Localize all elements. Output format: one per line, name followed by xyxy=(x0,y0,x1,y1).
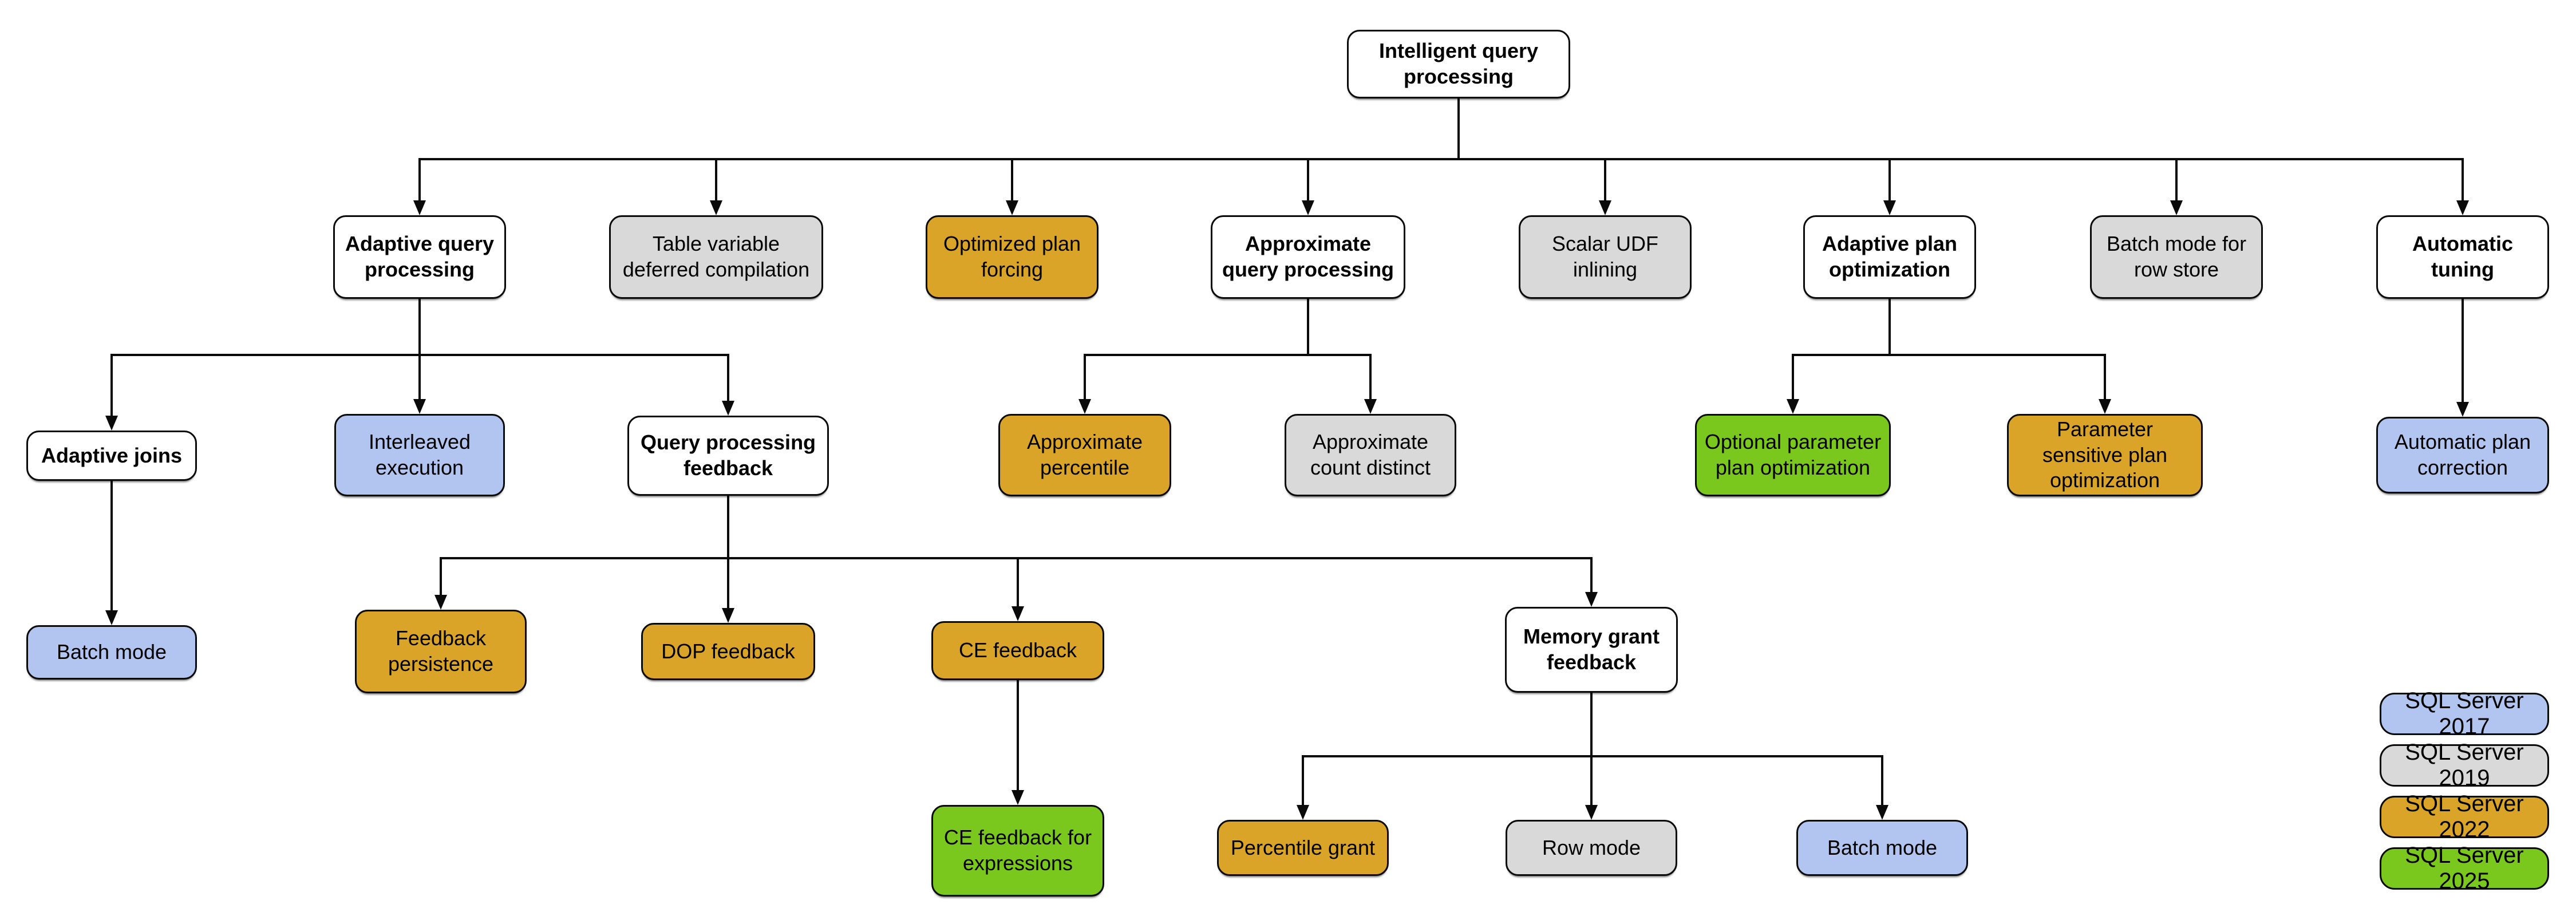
node-scalar-udf-inlining: Scalar UDF inlining xyxy=(1519,215,1692,299)
legend-item-sql-server-2019: SQL Server 2019 xyxy=(2380,740,2549,791)
node-optimized-plan-forcing: Optimized plan forcing xyxy=(926,215,1099,299)
arrowhead-icon xyxy=(2456,402,2469,417)
node-memory-grant-feedback: Memory grant feedback xyxy=(1505,607,1678,693)
connector-line xyxy=(418,299,421,355)
arrowhead-icon xyxy=(105,416,118,431)
arrowhead-icon xyxy=(1585,592,1598,607)
arrowhead-icon xyxy=(1876,805,1888,820)
connector-line xyxy=(727,355,729,403)
connector-line xyxy=(1881,756,1883,807)
node-approximate-percentile: Approximate percentile xyxy=(998,414,1171,496)
connector-line xyxy=(1017,558,1019,609)
arrowhead-icon xyxy=(1012,606,1024,621)
node-automatic-tuning: Automatic tuning xyxy=(2376,215,2549,299)
arrowhead-icon xyxy=(413,200,426,215)
arrowhead-icon xyxy=(1006,200,1018,215)
node-ce-feedback: CE feedback xyxy=(931,621,1104,680)
connector-line xyxy=(1084,354,1372,356)
arrowhead-icon xyxy=(1585,805,1598,820)
connector-line xyxy=(1084,355,1086,401)
connector-line xyxy=(1590,756,1593,807)
connector-line xyxy=(2462,299,2464,404)
connector-line xyxy=(418,158,2464,160)
arrowhead-icon xyxy=(1078,399,1091,414)
arrowhead-icon xyxy=(1297,805,1309,820)
node-ce-feedback-for-expressions: CE feedback for expressions xyxy=(931,805,1104,897)
arrowhead-icon xyxy=(413,399,426,414)
node-adaptive-plan-optimization: Adaptive plan optimization xyxy=(1803,215,1976,299)
node-parameter-sensitive-plan-optimization: Parameter sensitive plan optimization xyxy=(2007,414,2203,496)
connector-line xyxy=(1307,299,1309,355)
arrowhead-icon xyxy=(2099,399,2111,414)
connector-line xyxy=(1590,693,1593,756)
connector-line xyxy=(418,355,421,401)
arrowhead-icon xyxy=(722,608,734,623)
node-optional-parameter-plan-optimization: Optional parameter plan optimization xyxy=(1695,414,1891,496)
connector-line xyxy=(2175,159,2178,203)
node-table-variable-deferred-compilation: Table variable deferred compilation xyxy=(609,215,823,299)
connector-line xyxy=(1888,159,1891,203)
connector-line xyxy=(1457,98,1460,159)
connector-line xyxy=(2462,159,2464,203)
arrowhead-icon xyxy=(2170,200,2183,215)
node-query-processing-feedback: Query processing feedback xyxy=(627,416,829,496)
connector-line xyxy=(1307,159,1309,203)
connector-line xyxy=(1302,756,1304,807)
connector-line xyxy=(1888,299,1891,355)
node-feedback-persistence: Feedback persistence xyxy=(355,610,527,693)
legend-item-sql-server-2017: SQL Server 2017 xyxy=(2380,688,2549,739)
connector-line xyxy=(1792,355,1794,401)
connector-line xyxy=(440,558,442,597)
connector-line xyxy=(1792,354,2106,356)
node-intelligent-query-processing: Intelligent query processing xyxy=(1347,30,1570,98)
node-interleaved-execution: Interleaved execution xyxy=(334,414,505,496)
legend-item-sql-server-2025: SQL Server 2025 xyxy=(2380,843,2549,894)
connector-line xyxy=(440,557,1593,559)
node-automatic-plan-correction: Automatic plan correction xyxy=(2376,417,2549,493)
node-batch-mode-adaptive-joins: Batch mode xyxy=(26,625,197,680)
connector-line xyxy=(727,558,729,610)
arrowhead-icon xyxy=(710,200,722,215)
arrowhead-icon xyxy=(2456,200,2469,215)
node-adaptive-joins: Adaptive joins xyxy=(26,431,197,481)
arrowhead-icon xyxy=(1787,399,1799,414)
connector-line xyxy=(715,159,717,203)
legend-item-sql-server-2022: SQL Server 2022 xyxy=(2380,791,2549,842)
connector-line xyxy=(1302,755,1883,757)
node-row-mode: Row mode xyxy=(1506,820,1677,876)
node-batch-mode-for-row-store: Batch mode for row store xyxy=(2090,215,2263,299)
node-adaptive-query-processing: Adaptive query processing xyxy=(333,215,506,299)
connector-line xyxy=(727,496,729,558)
arrowhead-icon xyxy=(1364,399,1377,414)
node-percentile-grant: Percentile grant xyxy=(1217,820,1389,876)
node-approximate-query-processing: Approximate query processing xyxy=(1211,215,1405,299)
node-batch-mode-memory-grant: Batch mode xyxy=(1796,820,1968,876)
arrowhead-icon xyxy=(434,595,447,610)
node-approximate-count-distinct: Approximate count distinct xyxy=(1285,414,1456,496)
arrowhead-icon xyxy=(1012,790,1024,805)
connector-line xyxy=(1604,159,1606,203)
connector-line xyxy=(1011,159,1013,203)
connector-line xyxy=(1369,355,1372,401)
connector-line xyxy=(418,159,421,203)
connector-line xyxy=(110,355,113,418)
connector-line xyxy=(1590,558,1593,594)
arrowhead-icon xyxy=(1599,200,1611,215)
arrowhead-icon xyxy=(105,610,118,625)
arrowhead-icon xyxy=(1883,200,1896,215)
node-dop-feedback: DOP feedback xyxy=(641,623,815,680)
arrowhead-icon xyxy=(722,401,734,416)
connector-line xyxy=(2104,355,2106,401)
arrowhead-icon xyxy=(1302,200,1314,215)
connector-line xyxy=(110,481,113,613)
connector-line xyxy=(1017,680,1019,792)
